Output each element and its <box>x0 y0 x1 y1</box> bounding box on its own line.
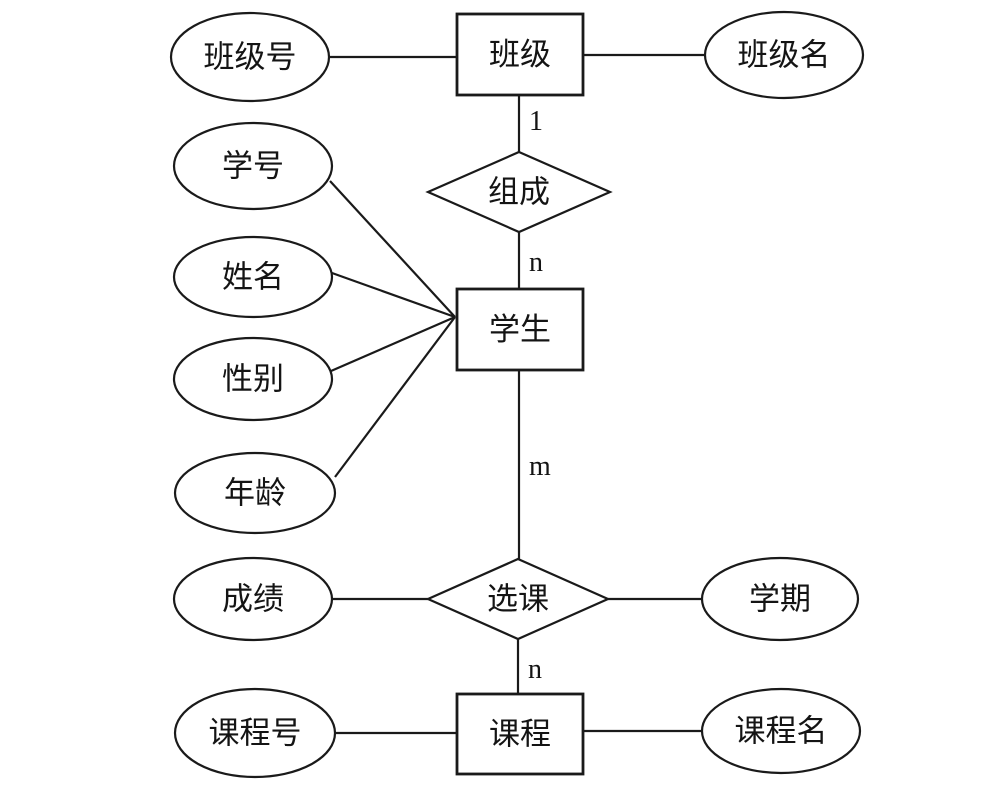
cardinality-enroll-course-n: n <box>528 654 542 685</box>
attribute-label-course-name: 课程名 <box>735 714 828 749</box>
entity-course[interactable] <box>455 692 585 776</box>
entity-class[interactable] <box>455 12 585 97</box>
attribute-semester[interactable] <box>700 556 860 642</box>
attribute-label-score: 成绩 <box>222 582 284 617</box>
attribute-label-class-no: 班级号 <box>204 40 297 75</box>
attribute-course-no[interactable] <box>173 687 337 779</box>
attribute-label-semester: 学期 <box>749 582 811 617</box>
attribute-age[interactable] <box>173 451 337 535</box>
attribute-label-name: 姓名 <box>222 260 284 295</box>
attribute-class-no[interactable] <box>169 11 331 103</box>
attribute-gender[interactable] <box>172 336 334 422</box>
relationship-compose[interactable] <box>425 150 613 234</box>
attribute-name[interactable] <box>172 235 334 319</box>
attribute-label-course-no: 课程号 <box>209 716 302 751</box>
connector-studentno-student <box>329 180 456 318</box>
connector-gender-student <box>330 315 456 373</box>
connector-name-student <box>331 271 456 319</box>
relationship-enroll[interactable] <box>425 557 611 641</box>
attribute-course-name[interactable] <box>700 687 862 775</box>
entity-student[interactable] <box>455 287 585 372</box>
entity-label-class: 班级 <box>489 37 551 72</box>
cardinality-compose-student-n: n <box>529 247 543 278</box>
entity-label-course: 课程 <box>489 717 551 752</box>
attribute-label-gender: 性别 <box>222 362 284 397</box>
cardinality-student-enroll-m: m <box>529 451 551 482</box>
attribute-label-class-name: 班级名 <box>738 38 831 73</box>
attribute-class-name[interactable] <box>703 10 865 100</box>
attribute-score[interactable] <box>172 556 334 642</box>
attribute-label-student-no: 学号 <box>222 149 284 184</box>
entity-label-student: 学生 <box>489 312 551 347</box>
cardinality-class-compose-1: 1 <box>529 106 543 137</box>
attribute-label-age: 年龄 <box>224 476 286 511</box>
connector-age-student <box>334 316 456 478</box>
attribute-student-no[interactable] <box>172 121 334 211</box>
relationship-label-enroll: 选课 <box>487 582 549 617</box>
relationship-label-compose: 组成 <box>488 175 550 210</box>
